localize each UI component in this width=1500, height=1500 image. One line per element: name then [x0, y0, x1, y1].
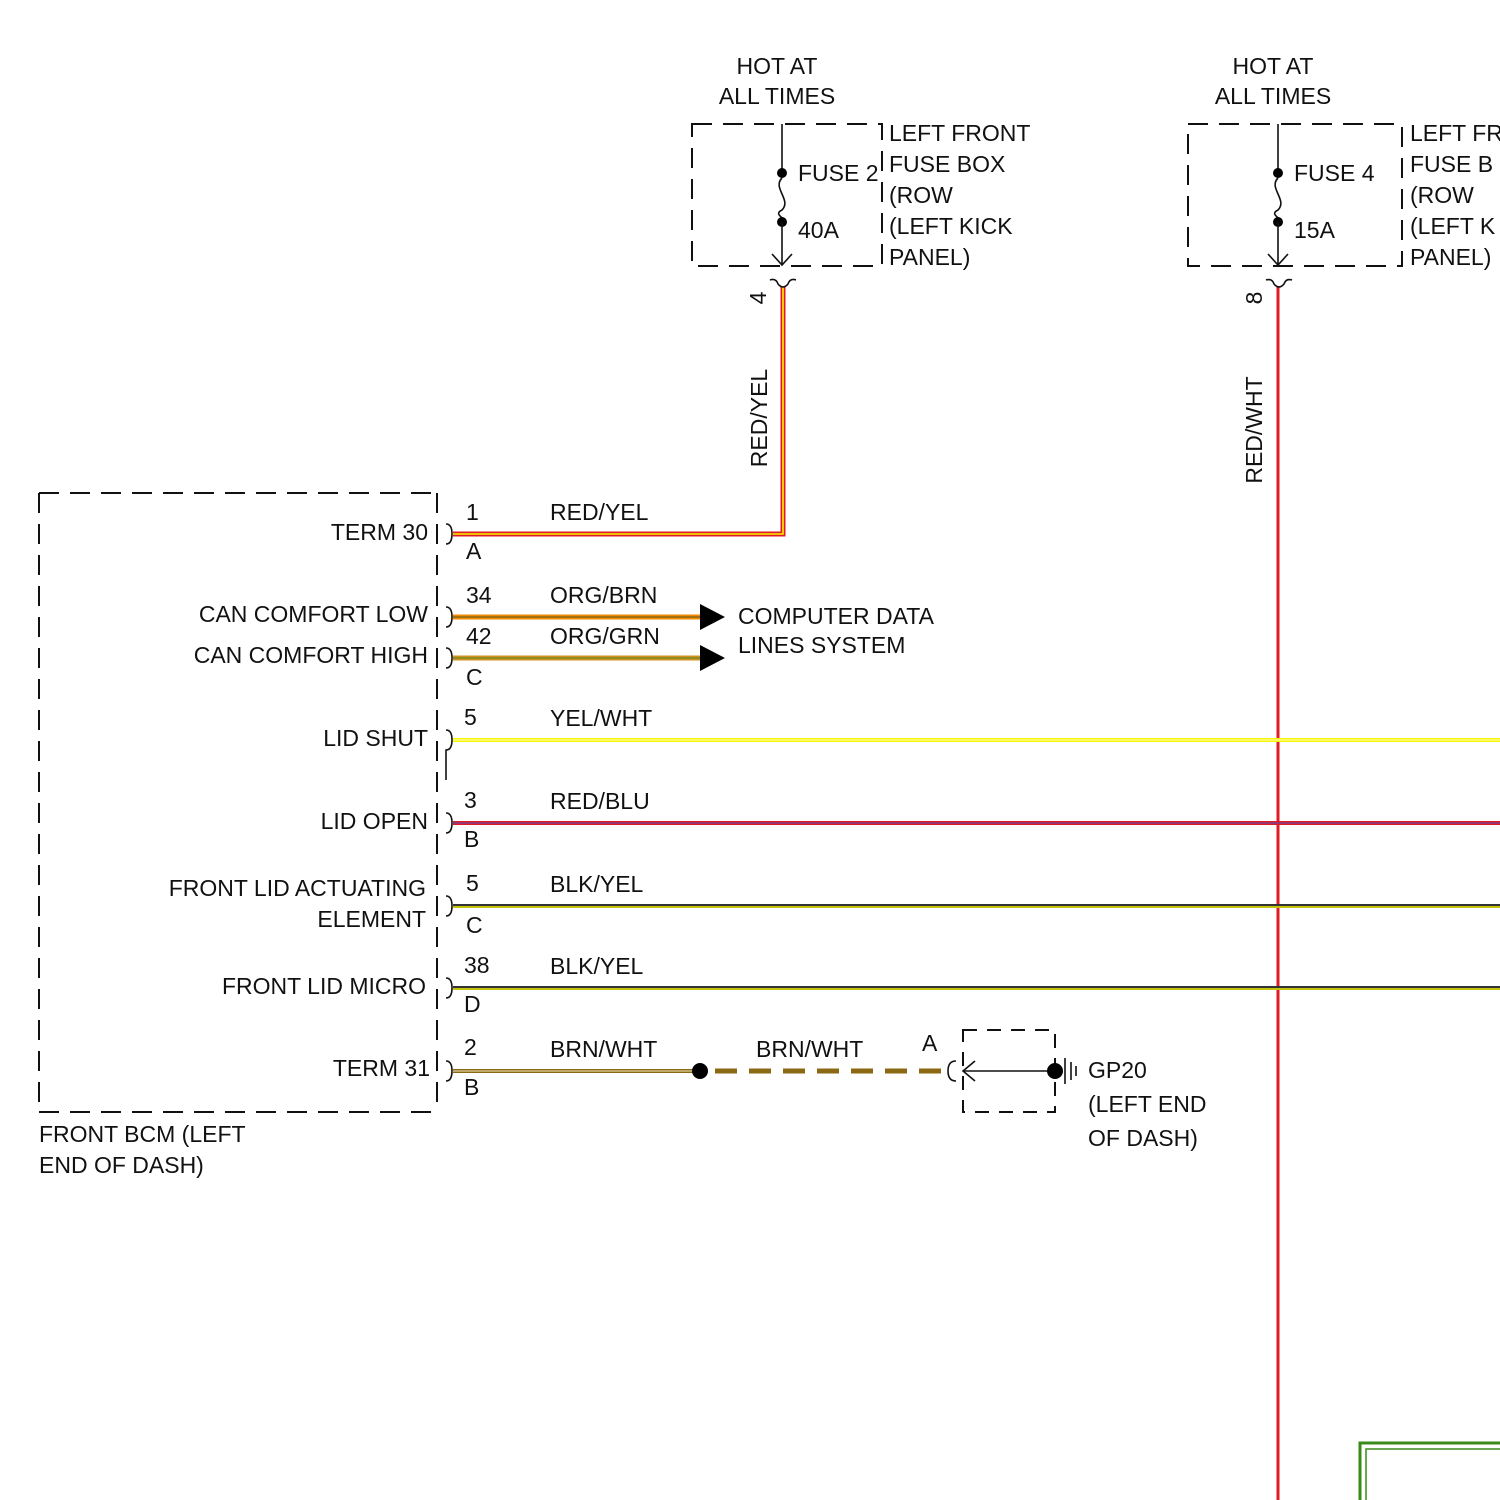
- pin-number: 2: [464, 1034, 477, 1060]
- ground-label-2: (LEFT END: [1088, 1091, 1206, 1117]
- fuse-b-amps: 15A: [1294, 217, 1336, 243]
- bcm-circuit-can-high: CAN COMFORT HIGH: [194, 642, 428, 668]
- ground-dot: [1047, 1063, 1063, 1079]
- bcm-connector-brackets: [446, 524, 452, 1081]
- connector-bracket: [446, 978, 452, 998]
- connector-letter: B: [464, 1074, 479, 1100]
- fuse-box-b-outline: [1188, 124, 1402, 266]
- wire-color-label: RED/BLU: [550, 788, 650, 814]
- front-bcm: TERM 30 CAN COMFORT LOW CAN COMFORT HIGH…: [39, 493, 660, 1178]
- pin-number: 1: [466, 499, 479, 525]
- ground-connector-bracket: [948, 1061, 956, 1081]
- fuse-a-name: FUSE 2: [798, 160, 879, 186]
- connector-letter: A: [466, 538, 482, 564]
- fuse-a-box-label-4: (LEFT KICK: [889, 213, 1013, 239]
- fuse-b-box-label-4: (LEFT K: [1410, 213, 1496, 239]
- ground-connector-letter: A: [922, 1030, 938, 1056]
- splice-dot: [692, 1063, 708, 1079]
- arrow-data-low: [700, 604, 725, 630]
- wire-color-label: BLK/YEL: [550, 871, 644, 897]
- fuse-b-pin: 8: [1241, 292, 1267, 305]
- wire-color-label: BRN/WHT: [550, 1036, 657, 1062]
- computer-data-lines: COMPUTER DATA LINES SYSTEM: [738, 603, 935, 658]
- bcm-circuit-actuating-1: FRONT LID ACTUATING: [169, 875, 426, 901]
- bcm-circuit-micro: FRONT LID MICRO: [222, 973, 426, 999]
- wire-color-label: ORG/GRN: [550, 623, 660, 649]
- wire-color-label: ORG/BRN: [550, 582, 657, 608]
- fuse-b-element: [1275, 178, 1281, 222]
- fuse-a-pin: 4: [745, 291, 771, 304]
- connector-bracket: [446, 648, 452, 668]
- connector-letter: C: [466, 664, 483, 690]
- component-outline-green-inner: [1366, 1449, 1500, 1500]
- pin-number: 5: [464, 704, 477, 730]
- fuse-b-box-label-2: FUSE B: [1410, 151, 1493, 177]
- fuse-a-connector: [770, 280, 796, 288]
- data-lines-label-1: COMPUTER DATA: [738, 603, 935, 629]
- connector-bracket: [446, 607, 452, 627]
- fuse-b-wire-color: RED/WHT: [1241, 376, 1267, 483]
- wire-color-label: YEL/WHT: [550, 705, 652, 731]
- bcm-circuit-term30: TERM 30: [331, 519, 428, 545]
- fuse-b-box-label-5: PANEL): [1410, 244, 1491, 270]
- bcm-circuit-term31: TERM 31: [333, 1055, 430, 1081]
- fuse-a-box-label-5: PANEL): [889, 244, 970, 270]
- connector-bracket: [446, 730, 452, 780]
- component-outline-green: [1360, 1443, 1500, 1500]
- pin-number: 34: [466, 582, 492, 608]
- arrow-data-high: [700, 645, 725, 671]
- fuse-b-connector: [1266, 280, 1292, 288]
- bcm-label-1: FRONT BCM (LEFT: [39, 1121, 246, 1147]
- fuse-b-name: FUSE 4: [1294, 160, 1375, 186]
- fuse-b-box-label-1: LEFT FR: [1410, 120, 1500, 146]
- connector-letter: B: [464, 826, 479, 852]
- fuse-a-box-label-2: FUSE BOX: [889, 151, 1005, 177]
- fuse-b-top-dot: [1273, 168, 1283, 178]
- ground-gp20: BRN/WHT A GP20 (LEFT END OF DASH): [756, 1030, 1206, 1151]
- connector-letter: C: [466, 912, 483, 938]
- connector-bracket: [446, 1061, 452, 1081]
- fuse-a-element: [779, 178, 785, 222]
- wire-red-yel-stripe: [453, 286, 783, 534]
- ground-wire-color: BRN/WHT: [756, 1036, 863, 1062]
- connector-bracket: [446, 813, 452, 833]
- wire-color-label: RED/YEL: [550, 499, 649, 525]
- bcm-circuit-actuating-2: ELEMENT: [317, 906, 426, 932]
- bcm-circuit-can-low: CAN COMFORT LOW: [199, 601, 428, 627]
- bcm-circuit-lid-shut: LID SHUT: [323, 725, 428, 751]
- fuse-a-box-label-1: LEFT FRONT: [889, 120, 1030, 146]
- pin-number: 42: [466, 623, 492, 649]
- fuse-a-hot-1: HOT AT: [737, 53, 818, 79]
- connector-bracket: [446, 524, 452, 544]
- fuse-b-box-label-3: (ROW: [1410, 182, 1474, 208]
- fuse-box-b: HOT AT ALL TIMES FUSE 4 15A LEFT FR FUSE…: [1188, 53, 1500, 484]
- fuse-a-hot-2: ALL TIMES: [719, 83, 835, 109]
- wire-color-label: BLK/YEL: [550, 953, 644, 979]
- pin-number: 3: [464, 787, 477, 813]
- pin-number: 38: [464, 952, 490, 978]
- fuse-a-wire-color: RED/YEL: [746, 369, 772, 468]
- pin-number: 5: [466, 870, 479, 896]
- fuse-b-hot-2: ALL TIMES: [1215, 83, 1331, 109]
- fuse-a-top-dot: [777, 168, 787, 178]
- bcm-label-2: END OF DASH): [39, 1152, 204, 1178]
- fuse-a-amps: 40A: [798, 217, 840, 243]
- ground-label-3: OF DASH): [1088, 1125, 1198, 1151]
- fuse-b-hot-1: HOT AT: [1233, 53, 1314, 79]
- connector-letter: D: [464, 991, 481, 1017]
- bcm-circuit-lid-open: LID OPEN: [321, 808, 428, 834]
- wire-red-yel-outer: [453, 286, 783, 534]
- ground-label-1: GP20: [1088, 1057, 1147, 1083]
- fuse-box-a: HOT AT ALL TIMES FUSE 2 40A LEFT FRONT F…: [692, 53, 1030, 467]
- fuse-box-a-outline: [692, 124, 882, 266]
- fuse-a-box-label-3: (ROW: [889, 182, 953, 208]
- data-lines-label-2: LINES SYSTEM: [738, 632, 905, 658]
- connector-bracket: [446, 896, 452, 916]
